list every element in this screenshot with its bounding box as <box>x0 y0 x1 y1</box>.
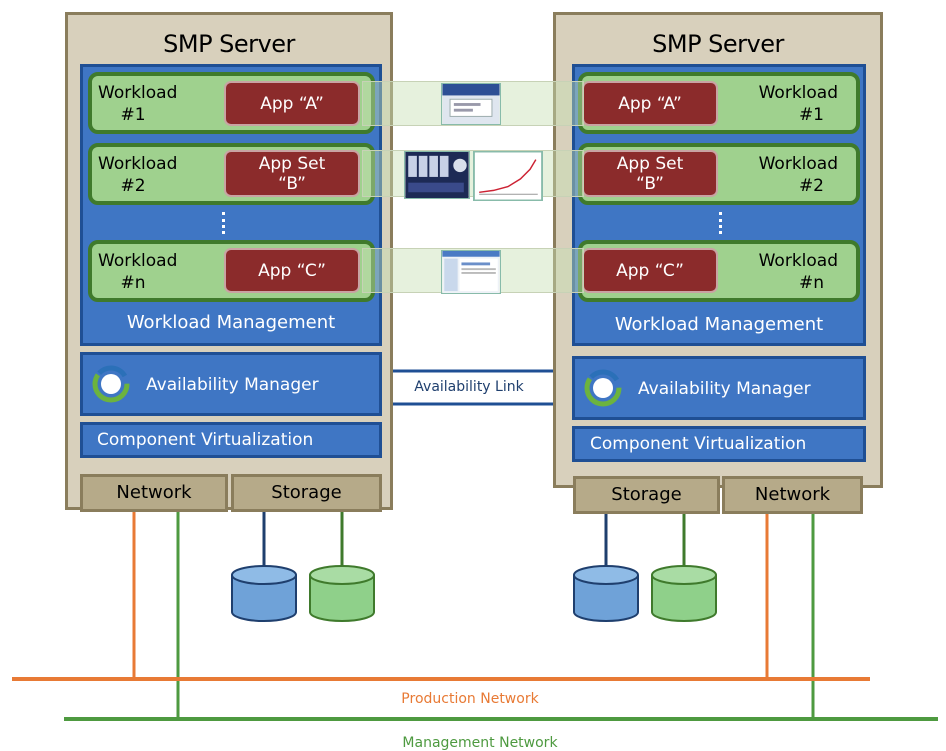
right-app-set-b[interactable]: App Set “B” <box>582 150 718 197</box>
right-app-a[interactable]: App “A” <box>582 81 718 126</box>
availability-manager-icon <box>92 365 130 403</box>
left-storage-port[interactable]: Storage <box>231 474 382 512</box>
right-app-c[interactable]: App “C” <box>582 248 718 293</box>
production-network-label: Production Network <box>401 691 539 707</box>
right-component-virtualization[interactable] <box>572 426 866 462</box>
left-app-a[interactable]: App “A” <box>224 81 360 126</box>
right-ellipsis-dots <box>719 212 722 234</box>
left-ellipsis-dots <box>222 212 225 234</box>
availability-link: Availability Link <box>414 379 524 395</box>
left-workload-2-label: Workload #2 <box>98 154 178 196</box>
left-network-port[interactable]: Network <box>80 474 228 512</box>
left-workload-n-label: Workload #n <box>98 251 178 293</box>
left-workload-management-label: Workload Management <box>126 312 336 333</box>
left-server-title: SMP Server <box>163 30 295 58</box>
disk-left-blue <box>231 565 297 622</box>
right-workload-1-label: Workload #1 <box>758 83 838 125</box>
disk-left-green <box>309 565 375 622</box>
right-workload-n-label: Workload #n <box>758 251 838 293</box>
app-set-b-dashboard-thumbnail <box>404 151 470 199</box>
right-server-title: SMP Server <box>652 30 784 58</box>
right-component-virtualization-label: Component Virtualization <box>590 434 807 454</box>
right-storage-port[interactable]: Storage <box>573 476 720 514</box>
left-component-virtualization[interactable] <box>80 422 382 458</box>
left-component-virtualization-label: Component Virtualization <box>97 430 314 450</box>
app-a-screenshot-thumbnail <box>441 83 501 125</box>
right-workload-management-label: Workload Management <box>614 314 824 335</box>
left-availability-manager[interactable] <box>80 352 382 416</box>
left-availability-manager-label: Availability Manager <box>146 375 319 395</box>
disk-right-green <box>651 565 717 622</box>
left-app-set-b[interactable]: App Set “B” <box>224 150 360 197</box>
right-network-port[interactable]: Network <box>722 476 863 514</box>
app-set-b-chart-thumbnail <box>473 151 543 201</box>
left-workload-1-label: Workload #1 <box>98 83 178 125</box>
management-network-label: Management Network <box>402 735 558 751</box>
disk-right-blue <box>573 565 639 622</box>
left-app-c[interactable]: App “C” <box>224 248 360 293</box>
availability-manager-icon <box>584 369 622 407</box>
right-workload-2-label: Workload #2 <box>758 154 838 196</box>
right-availability-manager-label: Availability Manager <box>638 379 811 399</box>
app-c-screenshot-thumbnail <box>441 250 501 294</box>
right-availability-manager[interactable] <box>572 356 866 420</box>
